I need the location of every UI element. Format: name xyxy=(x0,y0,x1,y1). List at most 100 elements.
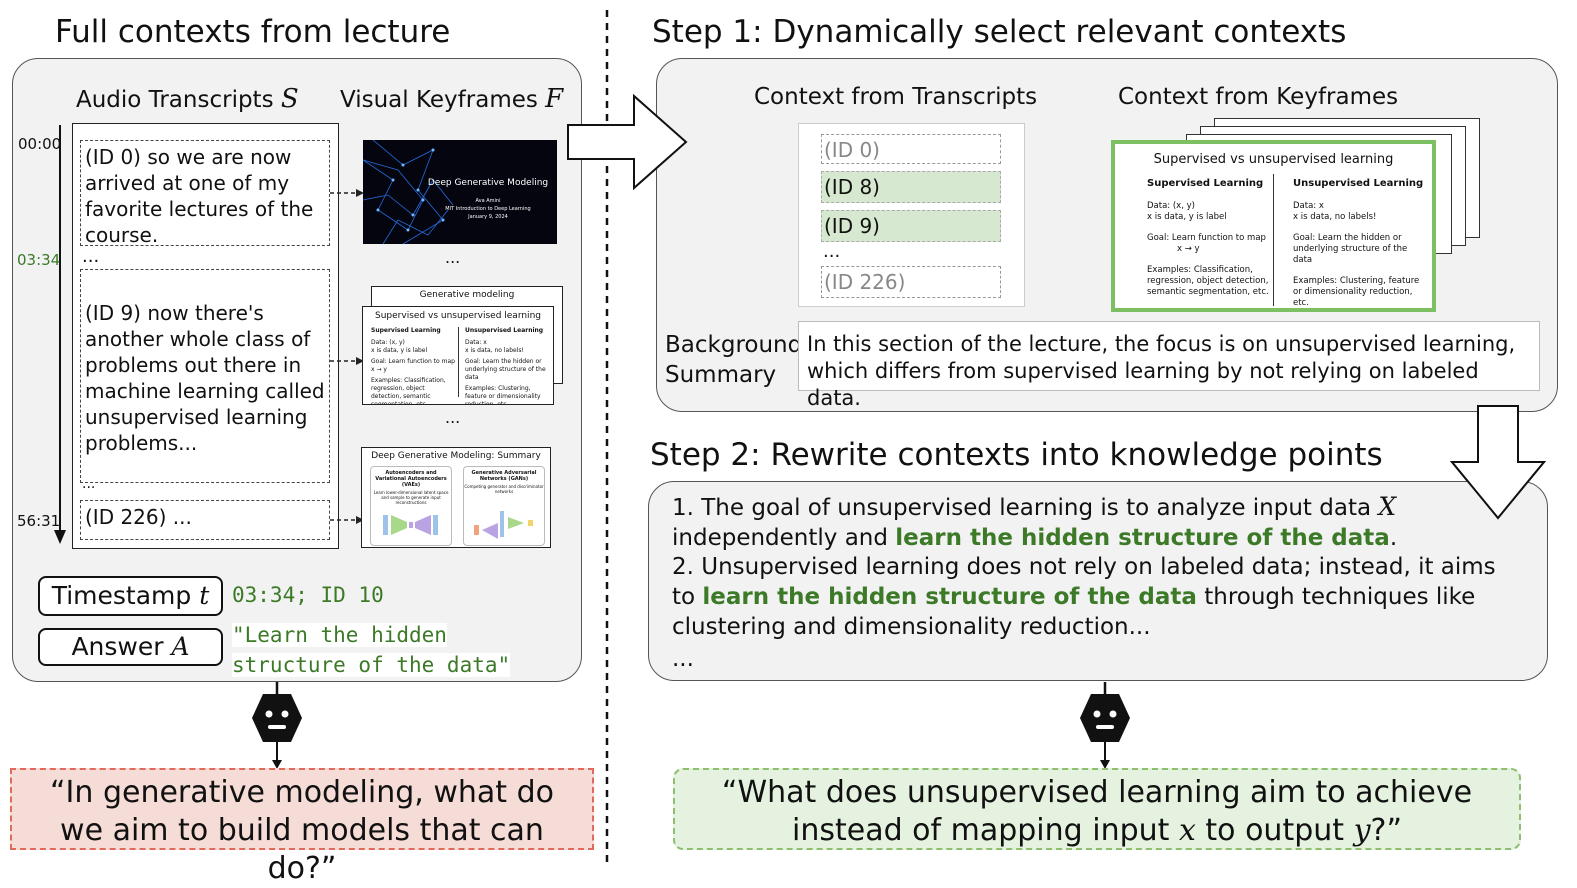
gan-card: Generative Adversarial Networks (GANs) C… xyxy=(463,466,545,546)
sel-sup-line-1: Data: (x, y) xyxy=(1147,201,1195,211)
selected-unsup-column: Unsupervised Learning Data: x x is data,… xyxy=(1293,178,1427,309)
kp1-end: . xyxy=(1389,525,1398,551)
sup-line-1: Data: (x, y) xyxy=(371,339,405,346)
sup-line-2: x is data, y is label xyxy=(371,347,428,354)
answer-label-text: Answer xyxy=(71,632,164,661)
audio-header: Audio Transcripts S xyxy=(76,84,299,114)
kp2-highlight: learn the hidden structure of the data xyxy=(702,584,1197,610)
generated-question-baseline: “In generative modeling, what do we aim … xyxy=(10,768,594,886)
vae-card: Autoencoders and Variational Autoencoder… xyxy=(370,466,452,546)
sup-line-4: x → y xyxy=(371,366,387,373)
timestamp-start: 00:00 xyxy=(18,135,62,153)
summary-slide-title: Deep Generative Modeling: Summary xyxy=(371,451,541,461)
kp1-text-b: independently and xyxy=(672,525,888,551)
kp1-highlight: learn the hidden structure of the data xyxy=(895,525,1390,551)
sel-unsup-line-2: x is data, no labels! xyxy=(1293,212,1377,222)
selected-keyframe-title: Supervised vs unsupervised learning xyxy=(1153,152,1394,167)
context-id226: (ID 226) xyxy=(821,266,1001,298)
step2-panel xyxy=(648,481,1548,681)
gan-text: Competing generator and discriminator ne… xyxy=(464,484,544,494)
background-summary-label: Background Summary xyxy=(665,330,802,390)
answer-value-line1: "Learn the hidden xyxy=(232,623,447,647)
answer-var: A xyxy=(171,632,190,661)
good-q-text-a: “What does unsupervised learning aim to … xyxy=(721,775,1473,848)
transcript-id0: (ID 0) so we are now arrived at one of m… xyxy=(80,140,330,247)
gan-head: Generative Adversarial Networks (GANs) xyxy=(471,470,537,482)
unsup-line-1: Data: x xyxy=(465,339,487,346)
context-id9: (ID 9) xyxy=(821,210,1001,242)
transcript-id9: (ID 9) now there's another whole class o… xyxy=(80,269,330,483)
sel-sup-line-5: Examples: Classification, regression, ob… xyxy=(1147,265,1269,297)
robot-icon-right xyxy=(1080,682,1130,769)
flow-arrow-down-overlay xyxy=(1449,461,1547,520)
sel-sup-head: Supervised Learning xyxy=(1147,178,1264,189)
visual-var: F xyxy=(545,84,564,114)
gan-diagram-icon xyxy=(474,511,533,539)
context-ellipsis: ... xyxy=(823,241,841,262)
transcript-ellipsis: ... xyxy=(82,246,100,267)
left-title: Full contexts from lecture xyxy=(55,14,451,50)
timestamp-var: t xyxy=(199,581,210,610)
keyframe-ellipsis-2: ... xyxy=(445,408,461,427)
selected-sup-column: Supervised Learning Data: (x, y) x is da… xyxy=(1147,178,1271,298)
sel-sup-line-4: x → y xyxy=(1177,244,1200,254)
sel-sup-line-2: x is data, y is label xyxy=(1147,212,1227,222)
answer-label: Answer A xyxy=(38,628,223,666)
vae-text: Learn lower-dimensional latent space and… xyxy=(373,490,449,505)
background-summary-text: In this section of the lecture, the focu… xyxy=(798,321,1540,410)
kp2-text-b: through techniques like clustering and d… xyxy=(672,584,1476,640)
selected-keyframe-divider xyxy=(1273,174,1274,306)
intro-title: Deep Generative Modeling xyxy=(427,178,549,188)
kp1-text-a: 1. The goal of unsupervised learning is … xyxy=(672,495,1372,521)
transcripts-context-header: Context from Transcripts xyxy=(754,84,1038,110)
flow-arrow-right xyxy=(567,93,688,191)
step2-title: Step 2: Rewrite contexts into knowledge … xyxy=(650,437,1383,473)
selected-keyframe: Supervised vs unsupervised learning Supe… xyxy=(1111,140,1436,312)
sup-column: Supervised Learning Data: (x, y) x is da… xyxy=(371,327,455,405)
unsup-line-2: x is data, no labels! xyxy=(465,347,524,354)
vae-head: Autoencoders and Variational Autoencoder… xyxy=(375,470,447,488)
transcript-keyframe-links xyxy=(330,189,364,524)
sel-unsup-line-1: Data: x xyxy=(1293,201,1324,211)
intro-course: MIT Introduction to Deep Learning xyxy=(445,206,531,212)
timestamp-value: 03:34; ID 10 xyxy=(232,583,384,607)
knowledge-point-2: 2. Unsupervised learning does not rely o… xyxy=(672,552,1512,642)
neural-network-art xyxy=(363,140,454,244)
knowledge-point-more: ... xyxy=(672,646,694,672)
timestamp-end: 56:31 xyxy=(17,512,61,530)
intro-date: January 9, 2024 xyxy=(468,214,508,220)
visual-header: Visual Keyframes F xyxy=(340,84,563,114)
context-id0: (ID 0) xyxy=(821,134,1001,164)
back-slide-title: Generative modeling xyxy=(419,290,515,300)
timestamp-label-text: Timestamp xyxy=(51,581,192,610)
robot-icon-left xyxy=(252,682,302,769)
sup-line-5: Examples: Classification, regression, ob… xyxy=(371,377,446,405)
answer-value-line2: structure of the data" xyxy=(232,653,511,677)
keyframe-summary-slide: Deep Generative Modeling: Summary Autoen… xyxy=(361,447,551,548)
sel-unsup-line-4: Examples: Clustering, feature or dimensi… xyxy=(1293,276,1420,308)
good-q-end: ?” xyxy=(1370,813,1402,848)
audio-header-label: Audio Transcripts xyxy=(76,87,274,113)
transcript-ellipsis-2: ... xyxy=(82,476,96,492)
good-q-var-y: y xyxy=(1353,813,1371,848)
keyframe-sup-unsup-slide: Supervised vs unsupervised learning Supe… xyxy=(362,306,554,405)
keyframe-intro-slide: Deep Generative Modeling Ava Amini MIT I… xyxy=(363,140,557,244)
generated-question-ours: “What does unsupervised learning aim to … xyxy=(673,768,1521,850)
kp2-text-a: 2. Unsupervised learning does not rely o… xyxy=(672,554,1496,610)
timeline-arrow xyxy=(54,125,66,544)
timestamp-label: Timestamp t xyxy=(38,576,223,616)
sup-line-3: Goal: Learn function to map xyxy=(371,358,455,365)
keyframe-ellipsis-1: ... xyxy=(445,248,461,267)
sel-unsup-head: Unsupervised Learning xyxy=(1293,178,1424,189)
unsup-column: Unsupervised Learning Data: x x is data,… xyxy=(465,327,549,405)
background-label-line2: Summary xyxy=(665,362,777,388)
timestamp-mid: 03:34 xyxy=(17,251,61,269)
background-label-line1: Background xyxy=(665,332,803,358)
sup-head: Supervised Learning xyxy=(371,327,441,334)
unsup-head: Unsupervised Learning xyxy=(465,327,544,334)
step1-title: Step 1: Dynamically select relevant cont… xyxy=(652,14,1347,50)
transcript-id226: (ID 226) ... xyxy=(80,500,330,540)
good-q-text-b: to output xyxy=(1205,813,1345,848)
unsup-line-4: Examples: Clustering, feature or dimensi… xyxy=(465,385,541,405)
intro-author: Ava Amini xyxy=(475,198,501,204)
